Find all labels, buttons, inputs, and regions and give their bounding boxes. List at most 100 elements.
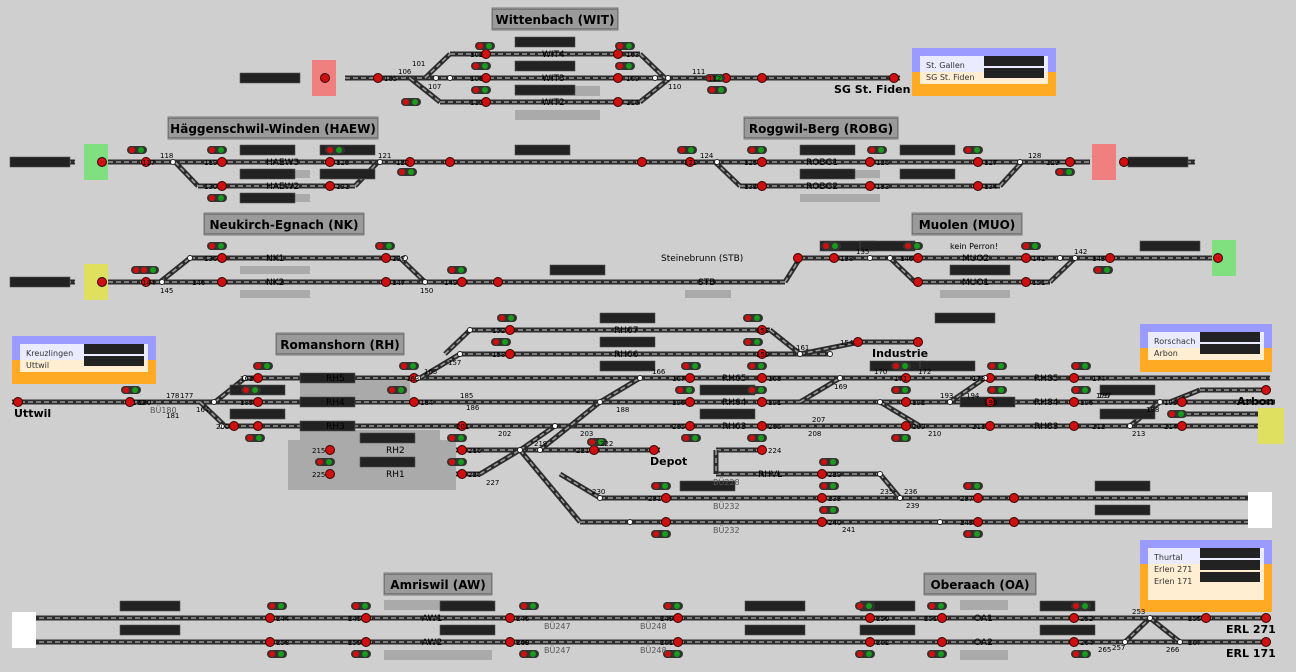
train-block[interactable] <box>239 72 301 84</box>
track-switch[interactable] <box>1127 423 1133 429</box>
train-block[interactable] <box>1139 240 1201 252</box>
train-block[interactable] <box>1200 344 1260 354</box>
signal-light[interactable] <box>613 97 623 107</box>
signal-light[interactable] <box>457 445 467 455</box>
track-switch[interactable] <box>652 75 658 81</box>
train-block[interactable] <box>1039 600 1096 612</box>
signal-light[interactable] <box>973 493 983 503</box>
signal-light[interactable] <box>1009 517 1019 527</box>
signal-light[interactable] <box>661 493 671 503</box>
signal-light[interactable] <box>141 157 151 167</box>
track-switch[interactable] <box>422 279 428 285</box>
track-switch[interactable] <box>552 423 558 429</box>
signal-light[interactable] <box>913 277 923 287</box>
station-title-muo[interactable]: Muolen (MUO) <box>912 214 1022 234</box>
train-block[interactable] <box>1127 156 1189 168</box>
signal-light[interactable] <box>457 469 467 479</box>
train-block[interactable] <box>744 600 806 612</box>
signal-light[interactable] <box>1065 157 1075 167</box>
signal-light[interactable] <box>1119 157 1129 167</box>
track-switch[interactable] <box>627 519 633 525</box>
track-segment[interactable] <box>598 375 642 405</box>
track-switch[interactable] <box>402 255 408 261</box>
track-switch[interactable] <box>415 375 421 381</box>
train-block[interactable] <box>1200 560 1260 570</box>
signal-light[interactable] <box>253 373 263 383</box>
train-block[interactable] <box>84 356 144 366</box>
signal-light[interactable] <box>325 445 335 455</box>
train-block[interactable] <box>359 456 416 468</box>
train-block[interactable] <box>679 480 736 492</box>
station-title-nk[interactable]: Neukirch-Egnach (NK) <box>204 214 364 234</box>
track-switch[interactable] <box>982 375 988 381</box>
signal-light[interactable] <box>937 613 947 623</box>
signal-light[interactable] <box>1261 637 1271 647</box>
train-block[interactable] <box>439 600 496 612</box>
track-switch[interactable] <box>170 159 176 165</box>
train-block[interactable] <box>119 624 181 636</box>
train-block[interactable] <box>239 192 296 204</box>
track-switch[interactable] <box>1017 159 1023 165</box>
track-segment[interactable] <box>798 375 842 405</box>
signal-light[interactable] <box>985 397 995 407</box>
signal-light[interactable] <box>265 637 275 647</box>
train-block[interactable] <box>1099 408 1156 420</box>
track-switch[interactable] <box>597 399 603 405</box>
signal-light[interactable] <box>13 397 23 407</box>
track-switch[interactable] <box>714 159 720 165</box>
signal-light[interactable] <box>325 469 335 479</box>
signal-light[interactable] <box>793 253 803 263</box>
signal-light[interactable] <box>1069 613 1079 623</box>
signal-light[interactable] <box>409 397 419 407</box>
signal-light[interactable] <box>505 613 515 623</box>
track-switch[interactable] <box>665 75 671 81</box>
track-switch[interactable] <box>887 255 893 261</box>
signal-light[interactable] <box>685 397 695 407</box>
signal-light[interactable] <box>481 97 491 107</box>
signal-light[interactable] <box>901 373 911 383</box>
signal-light[interactable] <box>685 373 695 383</box>
signal-light[interactable] <box>757 421 767 431</box>
train-block[interactable] <box>299 396 356 408</box>
track-switch[interactable] <box>467 327 473 333</box>
signal-light[interactable] <box>817 493 827 503</box>
signal-light[interactable] <box>97 157 107 167</box>
signal-light[interactable] <box>889 73 899 83</box>
train-block[interactable] <box>949 264 1011 276</box>
track-switch[interactable] <box>837 375 843 381</box>
train-block[interactable] <box>359 432 416 444</box>
train-block[interactable] <box>699 408 756 420</box>
signal-light[interactable] <box>325 181 335 191</box>
train-block[interactable] <box>599 360 656 372</box>
signal-light[interactable] <box>661 517 671 527</box>
signal-light[interactable] <box>865 157 875 167</box>
track-switch[interactable] <box>219 423 225 429</box>
track-switch[interactable] <box>1057 255 1063 261</box>
track-switch[interactable] <box>877 399 883 405</box>
track-segment[interactable] <box>558 471 602 501</box>
signal-light[interactable] <box>1177 397 1187 407</box>
signal-light[interactable] <box>913 253 923 263</box>
signal-light[interactable] <box>637 157 647 167</box>
signal-light[interactable] <box>1261 613 1271 623</box>
signal-light[interactable] <box>1213 253 1223 263</box>
signal-light[interactable] <box>493 277 503 287</box>
track-switch[interactable] <box>377 159 383 165</box>
signal-light[interactable] <box>901 421 911 431</box>
signal-light[interactable] <box>757 181 767 191</box>
track-switch[interactable] <box>433 75 439 81</box>
signal-light[interactable] <box>865 613 875 623</box>
signal-light[interactable] <box>853 337 863 347</box>
track-switch[interactable] <box>1177 639 1183 645</box>
signal-light[interactable] <box>1261 385 1271 395</box>
signal-light[interactable] <box>505 349 515 359</box>
train-block[interactable] <box>229 408 286 420</box>
station-title-robg[interactable]: Roggwil-Berg (ROBG) <box>744 118 898 138</box>
train-block[interactable] <box>799 168 856 180</box>
signal-light[interactable] <box>373 73 383 83</box>
train-block[interactable] <box>599 312 656 324</box>
signal-light[interactable] <box>253 421 263 431</box>
signal-light[interactable] <box>1177 421 1187 431</box>
signal-light[interactable] <box>217 157 227 167</box>
track-switch[interactable] <box>447 75 453 81</box>
